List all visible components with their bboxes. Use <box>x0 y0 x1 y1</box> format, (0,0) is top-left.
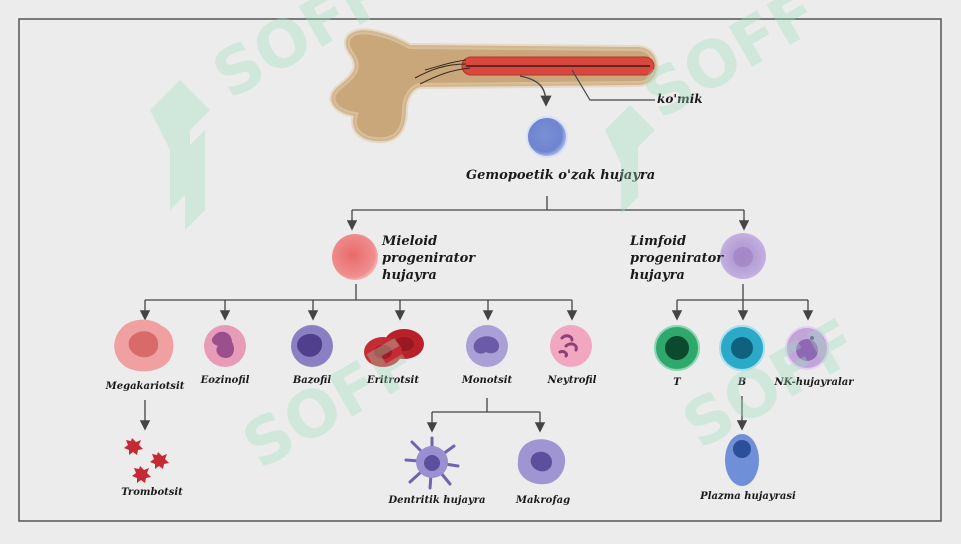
lymphoid-title-line: hujayra <box>630 268 685 283</box>
monocyte-cell <box>466 325 508 367</box>
myeloid-title-line: progenirator <box>382 251 476 266</box>
label-macrophage: Makrofag <box>515 495 571 506</box>
label-platelet: Trombotsit <box>121 487 183 498</box>
label-eosinophil: Eozinofil <box>200 375 250 386</box>
label-basophil: Bazofil <box>292 375 332 386</box>
frame-border <box>18 18 942 522</box>
eosinophil-cell <box>204 325 246 367</box>
erythrocyte-cells <box>364 329 424 367</box>
lymphoid-title-line: Limfoid <box>630 234 687 249</box>
myeloid-progenitor-cell <box>332 234 378 280</box>
neutrophil-cell <box>550 325 592 367</box>
marrow-label: ko'mik <box>657 92 703 106</box>
label-dendritic: Dentritik hujayra <box>388 495 486 506</box>
bone-illustration <box>329 28 659 144</box>
stem-cell <box>526 116 568 158</box>
lymphoid-title-line: progenirator <box>630 251 724 266</box>
label-erythrocyte: Eritrotsit <box>367 375 419 386</box>
nk-cell <box>785 326 829 370</box>
t-cell <box>654 325 700 371</box>
myeloid-title-line: Mieloid <box>382 234 438 249</box>
lymphoid-title: Limfoid progenirator hujayra <box>630 233 723 284</box>
b-cell <box>719 325 765 371</box>
label-plasma: Plazma hujayrasi <box>700 491 796 502</box>
dendritic-cell <box>404 436 460 490</box>
label-neutrophil: Neytrofil <box>547 375 597 386</box>
megakaryocyte-cell <box>114 319 174 372</box>
macrophage-cell <box>517 439 566 485</box>
label-b-cell: B <box>737 377 747 388</box>
label-nk-cell: NK-hujayralar <box>774 377 854 388</box>
bone-to-stem-arrow <box>519 75 552 107</box>
plasma-cell <box>725 434 759 486</box>
myeloid-title: Mieloid progenirator hujayra <box>382 233 475 284</box>
label-t-cell: T <box>673 377 681 388</box>
stem-cell-label: Gemopoetik o'zak hujayra <box>466 168 656 183</box>
basophil-cell <box>291 325 333 367</box>
platelet-cells <box>124 438 169 483</box>
label-monocyte: Monotsit <box>461 375 513 386</box>
myeloid-title-line: hujayra <box>382 268 437 283</box>
label-megakaryocyte: Megakariotsit <box>105 381 185 392</box>
marrow-pointer-line <box>571 69 655 101</box>
